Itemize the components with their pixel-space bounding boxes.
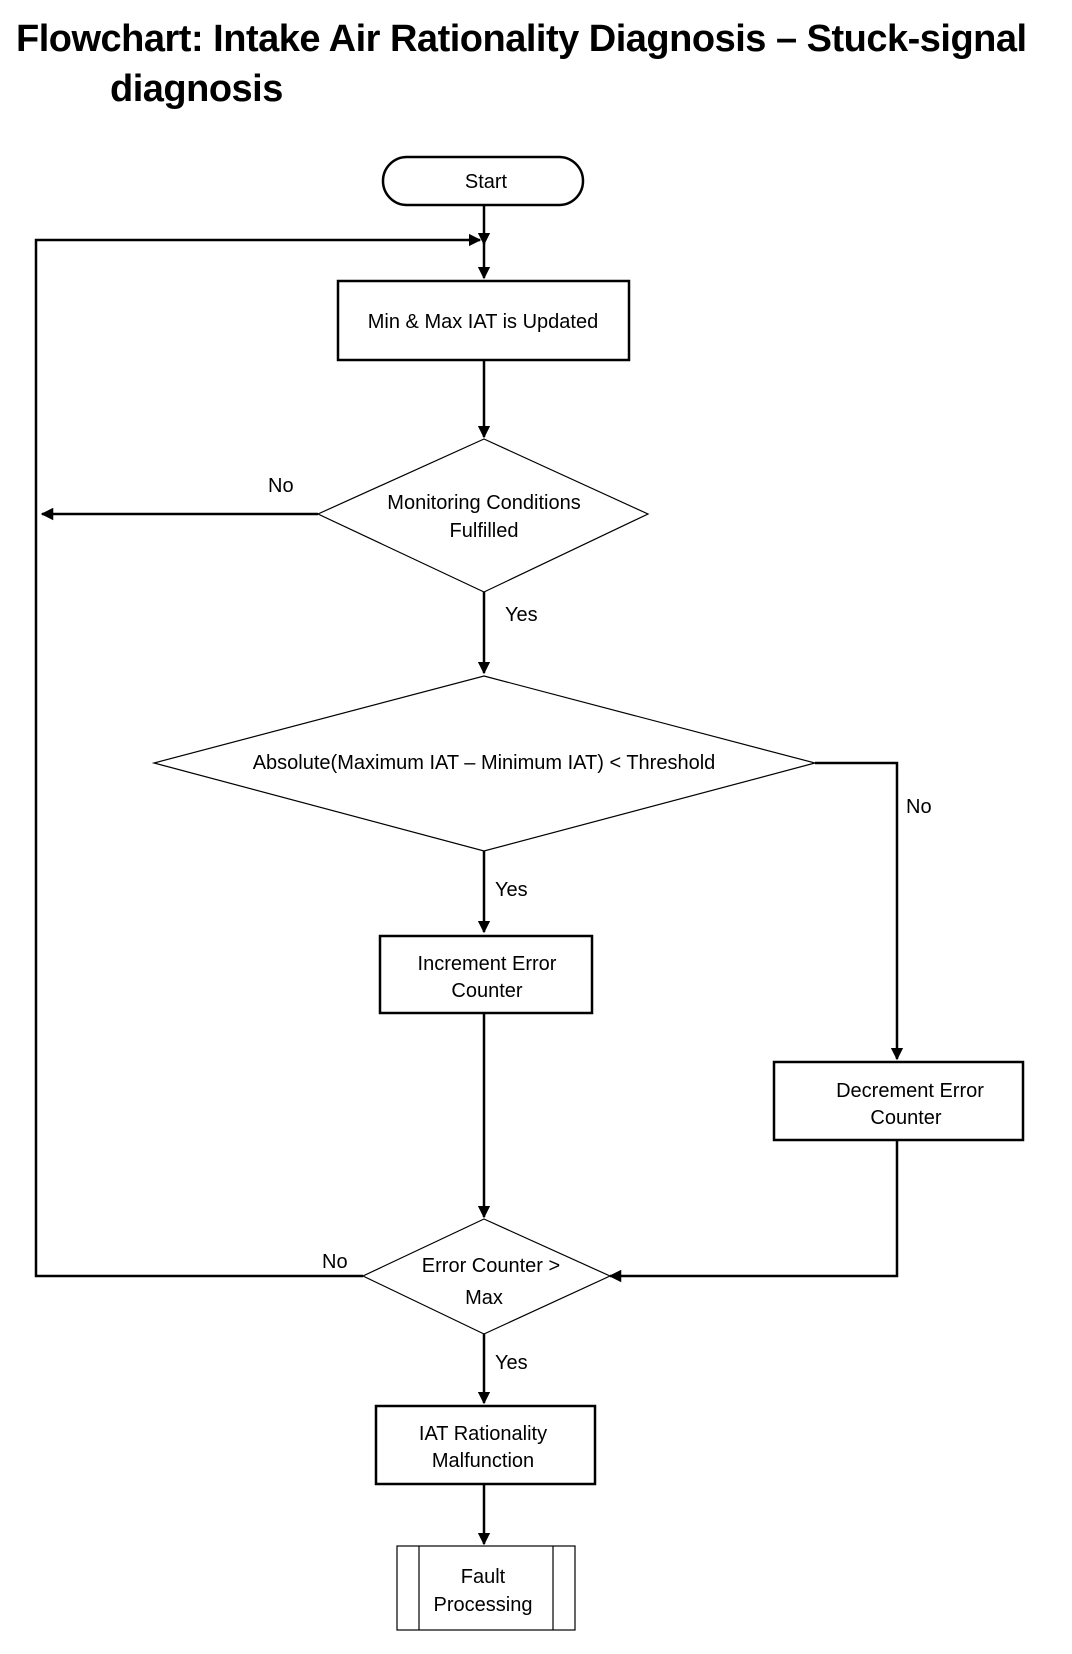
fault-processing-label-line-2: Processing: [434, 1594, 533, 1616]
start-node: Start: [381, 155, 585, 207]
threshold-diamond: [151, 675, 818, 852]
decrement-box: [772, 1060, 1025, 1142]
threshold-no-label: No: [906, 796, 932, 818]
malfunction-label-line-2: Malfunction: [432, 1450, 534, 1472]
increment-label-line-2: Counter: [451, 980, 522, 1002]
update-min-max-label: Min & Max IAT is Updated: [368, 311, 598, 333]
counter-diamond: [361, 1218, 612, 1335]
monitoring-label-line-2: Fulfilled: [450, 520, 519, 542]
start-label: Start: [465, 171, 508, 193]
monitoring-yes-label: Yes: [505, 604, 538, 626]
fault-processing-node: Fault Processing: [396, 1545, 576, 1631]
page-title: Flowchart: Intake Air Rationality Diagno…: [16, 14, 1056, 114]
counter-label-line-2: Max: [465, 1287, 503, 1309]
monitoring-decision-node: Monitoring Conditions Fulfilled: [316, 438, 650, 593]
increment-box: [378, 934, 594, 1015]
edge-decrement-to-counter-check: [608, 1138, 899, 1283]
page-title-line-2: diagnosis: [110, 68, 283, 110]
counter-yes-label: Yes: [495, 1352, 528, 1374]
decrement-node: Decrement Error Counter: [772, 1060, 1025, 1142]
monitoring-label-line-1: Monitoring Conditions: [387, 492, 580, 514]
counter-no-label: No: [322, 1251, 348, 1273]
increment-node: Increment Error Counter: [378, 934, 594, 1015]
decrement-label-line-1: Decrement Error: [836, 1080, 984, 1102]
malfunction-node: IAT Rationality Malfunction: [374, 1404, 597, 1486]
monitoring-diamond: [316, 438, 650, 593]
threshold-yes-label: Yes: [495, 879, 528, 901]
update-min-max-box: [336, 279, 631, 362]
monitoring-no-label: No: [268, 475, 294, 497]
start-terminator: [381, 155, 585, 207]
malfunction-label-line-1: IAT Rationality: [419, 1423, 547, 1445]
threshold-label: Absolute(Maximum IAT – Minimum IAT) < Th…: [253, 752, 716, 774]
decrement-label-line-2: Counter: [870, 1107, 941, 1129]
edge-counter-no-loop-back: [34, 233, 482, 1278]
counter-decision-node: Error Counter > Max: [361, 1218, 612, 1335]
fault-processing-box: [396, 1545, 576, 1631]
fault-processing-label-line-1: Fault: [461, 1566, 506, 1588]
threshold-decision-node: Absolute(Maximum IAT – Minimum IAT) < Th…: [151, 675, 818, 852]
update-min-max-node: Min & Max IAT is Updated: [336, 279, 631, 362]
increment-label-line-1: Increment Error: [418, 953, 557, 975]
counter-label-line-1: Error Counter >: [422, 1255, 560, 1277]
malfunction-box: [374, 1404, 597, 1486]
page-title-line-1: Flowchart: Intake Air Rationality Diagno…: [16, 18, 1027, 60]
edge-threshold-no: [815, 761, 904, 1061]
